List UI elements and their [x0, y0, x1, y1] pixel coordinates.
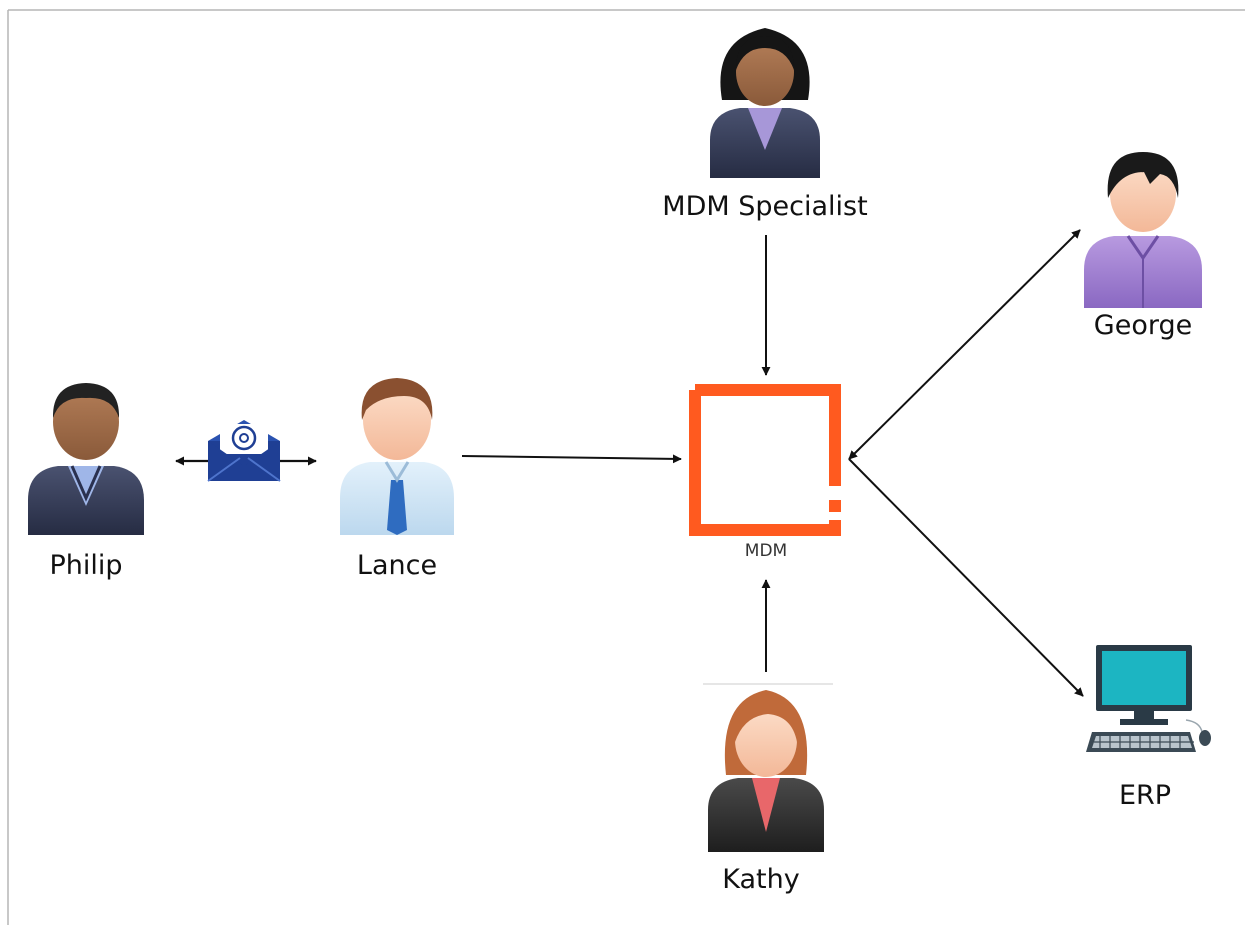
kathy-avatar [703, 683, 833, 852]
arrow-mdm-george [848, 229, 1081, 460]
email-envelope-icon [207, 420, 281, 482]
connectors [175, 229, 1084, 697]
lance-label: Lance [356, 550, 438, 581]
george-label: George [1093, 310, 1193, 341]
arrow-mdm-erp [848, 458, 1084, 697]
arrow-lance-mdm [461, 454, 682, 464]
mdm-specialist-avatar [710, 28, 820, 178]
philip-avatar [28, 383, 144, 535]
george-avatar [1084, 152, 1202, 308]
kathy-label: Kathy [722, 864, 800, 895]
erp-label: ERP [1118, 780, 1172, 811]
philip-label: Philip [49, 550, 123, 581]
lance-avatar [340, 378, 454, 535]
computer-icon [1086, 645, 1211, 752]
mdm-hub-logo [689, 384, 841, 536]
mdm-specialist-label: MDM Specialist [662, 191, 868, 222]
mdm-hub-label: MDM [744, 541, 788, 561]
